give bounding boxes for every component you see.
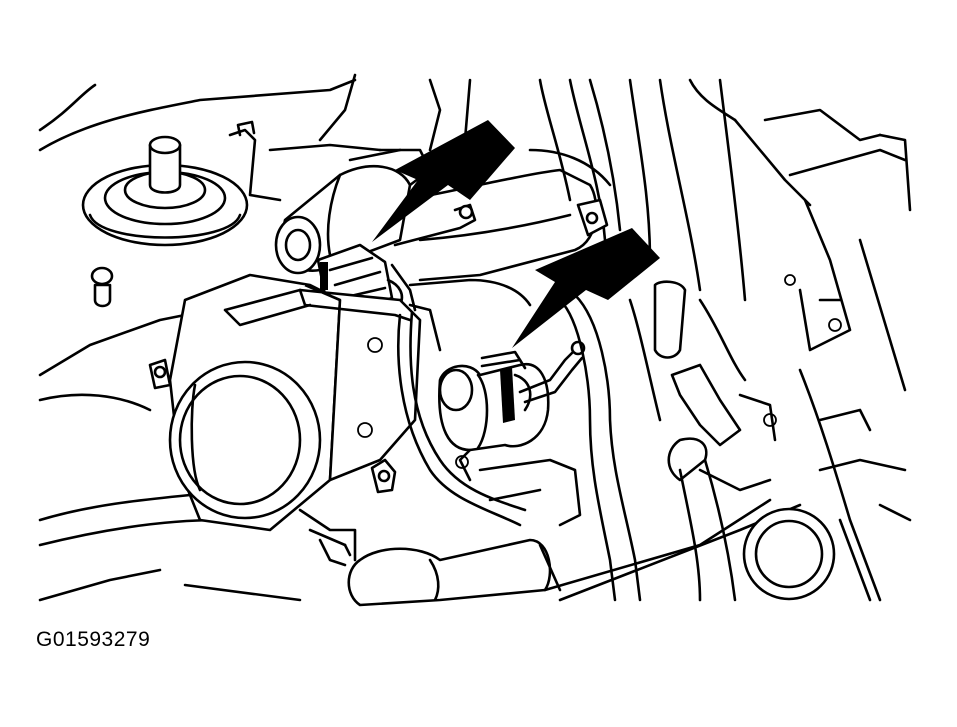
callout-arrows bbox=[372, 120, 660, 348]
egr-valve bbox=[81, 120, 382, 247]
throttle-body bbox=[148, 273, 422, 567]
throttle-position-sensor bbox=[438, 340, 586, 482]
callout-arrow-upper bbox=[372, 120, 515, 242]
callout-arrow-lower bbox=[512, 228, 660, 348]
mount-bolt-left bbox=[90, 266, 114, 308]
background-structure bbox=[38, 73, 912, 602]
intake-plenum bbox=[393, 148, 612, 352]
figure-id-label: G01593279 bbox=[36, 628, 151, 651]
lower-pipes bbox=[347, 280, 882, 607]
engine-component-illustration bbox=[38, 73, 912, 607]
